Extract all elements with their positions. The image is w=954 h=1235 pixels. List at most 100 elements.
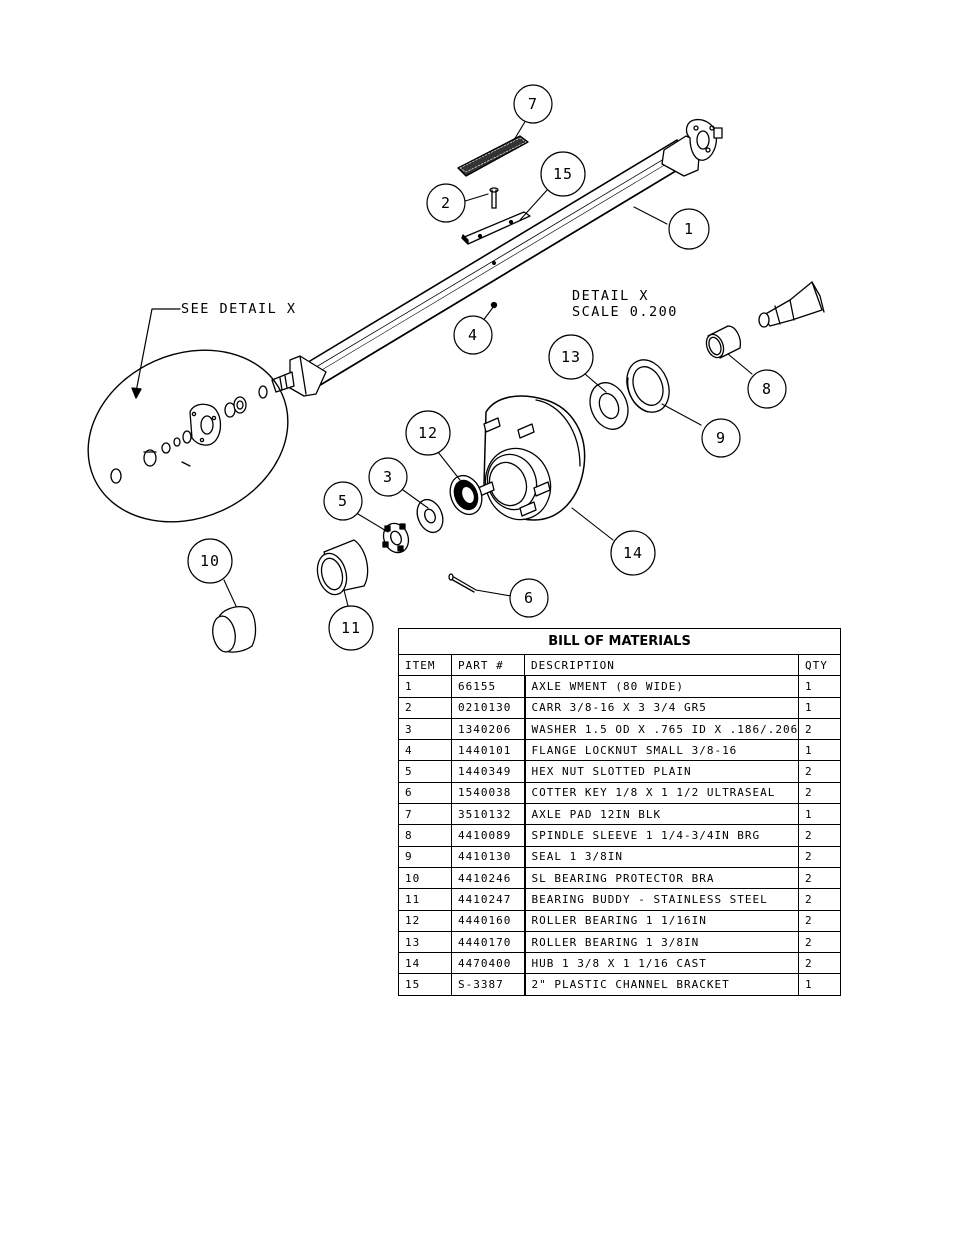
bom-header-row: ITEM PART # DESCRIPTION QTY	[398, 653, 842, 677]
item-balloons: 7 15 2 1 4 13 8 9	[187, 84, 787, 651]
balloon-13-label: 13	[561, 348, 581, 366]
bom-description: WASHER 1.5 OD X .765 ID X .186/.206	[523, 717, 799, 741]
bom-qty: 2	[797, 717, 842, 741]
bom-qty: 2	[797, 866, 842, 890]
balloon-12: 12	[405, 410, 451, 456]
balloon-10-label: 10	[200, 552, 220, 570]
bom-description: SEAL 1 3/8IN	[523, 845, 799, 868]
balloon-4: 4	[453, 315, 493, 355]
bom-description: CARR 3/8-16 X 3 3/4 GR5	[523, 696, 799, 719]
bom-qty: 1	[797, 739, 842, 762]
bom-description: AXLE WMENT (80 WIDE)	[523, 675, 799, 698]
bom-item: 7	[398, 803, 452, 826]
bom-item: 15	[398, 973, 452, 996]
bom-qty: 2	[797, 760, 842, 783]
bom-description: 2" PLASTIC CHANNEL BRACKET	[523, 973, 799, 996]
bom-part: 4470400	[451, 952, 525, 975]
bom-item: 6	[398, 781, 452, 805]
bom-description: SL BEARING PROTECTOR BRA	[523, 866, 799, 890]
axle-tube	[271, 118, 723, 397]
bom-qty: 1	[797, 696, 842, 719]
bom-item: 8	[398, 824, 452, 847]
bom-description: AXLE PAD 12IN BLK	[523, 803, 799, 826]
balloon-13: 13	[548, 334, 594, 380]
detail-x-view	[87, 349, 289, 523]
roller-bearing-12	[449, 474, 483, 516]
bill-of-materials-table: BILL OF MATERIALS ITEM PART # DESCRIPTIO…	[397, 628, 842, 996]
bom-header-item: ITEM	[398, 653, 452, 677]
spindle-end	[758, 281, 825, 328]
bom-item: 10	[398, 866, 452, 890]
bom-part: 4410089	[451, 824, 525, 847]
bom-description: ROLLER BEARING 1 1/16IN	[523, 909, 799, 932]
bom-part: 1340206	[451, 717, 525, 741]
bom-qty: 2	[797, 909, 842, 932]
bom-item: 14	[398, 952, 452, 975]
detail-x-scale: SCALE 0.200	[572, 304, 678, 320]
balloon-3: 3	[368, 457, 408, 497]
seal	[626, 359, 670, 413]
see-detail-leader	[135, 308, 181, 393]
bom-qty: 2	[797, 930, 842, 954]
balloon-1-label: 1	[684, 220, 694, 238]
balloon-4-label: 4	[468, 326, 478, 344]
bom-item: 1	[398, 675, 452, 698]
balloon-6: 6	[509, 578, 549, 618]
bom-description: COTTER KEY 1/8 X 1 1/2 ULTRASEAL	[523, 781, 799, 805]
washer	[416, 498, 444, 534]
balloon-15-label: 15	[553, 165, 573, 183]
bom-part: 1440101	[451, 739, 525, 762]
balloon-3-label: 3	[383, 468, 393, 486]
bom-description: ROLLER BEARING 1 3/8IN	[523, 930, 799, 954]
bom-description: SPINDLE SLEEVE 1 1/4-3/4IN BRG	[523, 824, 799, 847]
bom-part: 4410247	[451, 888, 525, 911]
bom-item: 12	[398, 909, 452, 932]
balloon-6-label: 6	[524, 589, 534, 607]
leader-lines	[223, 119, 753, 607]
carriage-bolt	[489, 187, 499, 209]
bom-description: FLANGE LOCKNUT SMALL 3/8-16	[523, 739, 799, 762]
balloon-14-label: 14	[623, 544, 643, 562]
bom-qty: 2	[797, 888, 842, 911]
bom-part: 4440160	[451, 909, 525, 932]
bom-item: 2	[398, 696, 452, 719]
bom-header-description: DESCRIPTION	[524, 653, 799, 677]
detail-x-label: DETAIL X	[572, 288, 649, 304]
channel-bracket	[461, 211, 531, 245]
bearing-protector	[212, 606, 257, 653]
bom-part: 4410246	[451, 866, 525, 890]
balloon-5-label: 5	[338, 492, 348, 510]
bom-part: 4440170	[451, 930, 525, 954]
bom-item: 4	[398, 739, 452, 762]
bom-part: 3510132	[451, 803, 525, 826]
balloon-2: 2	[426, 183, 466, 223]
bom-part: 1440349	[451, 760, 525, 783]
balloon-1: 1	[668, 208, 710, 250]
bom-qty: 2	[797, 781, 842, 805]
bom-description: HEX NUT SLOTTED PLAIN	[523, 760, 799, 783]
balloon-12-label: 12	[418, 424, 438, 442]
balloon-11-label: 11	[341, 619, 361, 637]
bom-qty: 2	[797, 824, 842, 847]
bom-item: 11	[398, 888, 452, 911]
bom-part: 66155	[451, 675, 525, 698]
bom-part: 0210130	[451, 696, 525, 719]
bom-description: HUB 1 3/8 X 1 1/16 CAST	[523, 952, 799, 975]
balloon-14: 14	[610, 530, 656, 576]
bom-item: 3	[398, 717, 452, 741]
bom-qty: 1	[797, 675, 842, 698]
bearing-buddy	[316, 539, 369, 596]
balloon-8: 8	[747, 369, 787, 409]
